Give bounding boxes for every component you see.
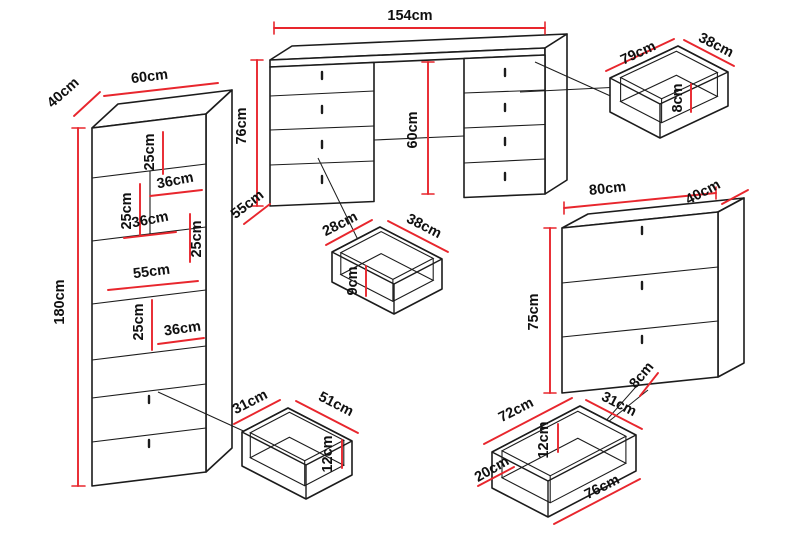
desk-width-label: 154cm bbox=[387, 8, 432, 24]
drawer-bottom-right-depth-label: 12cm bbox=[536, 421, 552, 458]
desk: 154cm 76cm 55cm 60cm bbox=[228, 8, 568, 225]
tall-cabinet: 180cm 40cm 60cm 25cm 36cm 25cm 36cm 25cm… bbox=[44, 67, 233, 487]
drawer-top-right-depth-label: 8cm bbox=[670, 83, 686, 112]
drawer-top-right: 79cm 38cm 8cm bbox=[605, 30, 736, 139]
drawer-bottom-left: 31cm 51cm 12cm bbox=[230, 387, 359, 500]
chest-height-label: 75cm bbox=[526, 293, 542, 330]
cabinet-gap-label-3: 25cm bbox=[189, 220, 205, 257]
drawer-center: 28cm 38cm 9cm bbox=[320, 209, 449, 315]
drawer-bottom-right-edge-right-label: 31cm bbox=[599, 389, 639, 420]
drawer-bottom-left-depth-label: 12cm bbox=[320, 435, 336, 472]
drawer-center-edge-left-label: 28cm bbox=[320, 209, 360, 240]
cabinet-dimension-lines bbox=[71, 82, 219, 487]
cabinet-front-face bbox=[91, 113, 207, 487]
cabinet-width-label: 60cm bbox=[130, 67, 169, 87]
drawer-bottom-right: 72cm 31cm 12cm 20cm 76cm bbox=[472, 389, 643, 525]
desk-left-pedestal bbox=[269, 61, 375, 207]
drawer-center-edge-right-label: 38cm bbox=[404, 211, 444, 242]
cabinet-side-face bbox=[205, 89, 233, 473]
drawer-center-depth-label: 9cm bbox=[345, 266, 361, 295]
desk-depth-label: 55cm bbox=[228, 187, 267, 222]
cabinet-inner-width-label-3: 55cm bbox=[132, 262, 171, 282]
chest-front-face bbox=[561, 211, 719, 394]
cabinet-gap-label-2: 25cm bbox=[119, 192, 135, 229]
chest-of-drawers: 80cm 40cm 75cm 8cm bbox=[526, 177, 749, 397]
desk-right-side-face bbox=[544, 33, 568, 195]
cabinet-inner-width-label-2: 36cm bbox=[131, 209, 170, 232]
chest-width-label: 80cm bbox=[588, 179, 627, 199]
drawer-bottom-left-edge-left-label: 31cm bbox=[230, 387, 270, 418]
desk-dimension-lines bbox=[243, 21, 546, 225]
drawer-body bbox=[491, 405, 637, 518]
desk-knee-height-label: 60cm bbox=[405, 111, 421, 148]
chest-side-face bbox=[717, 197, 745, 378]
cabinet-gap-label-4: 25cm bbox=[131, 303, 147, 340]
chest-dimension-lines bbox=[543, 186, 749, 397]
cabinet-inner-width-label-1: 36cm bbox=[156, 170, 195, 193]
cabinet-gap-label-1: 25cm bbox=[142, 133, 158, 170]
desk-height-label: 76cm bbox=[234, 107, 250, 144]
cabinet-depth-label: 40cm bbox=[44, 75, 82, 112]
drawer-bottom-right-edge-left-label: 72cm bbox=[496, 395, 536, 426]
cabinet-inner-width-label-4: 36cm bbox=[163, 319, 202, 340]
cabinet-height-label: 180cm bbox=[52, 279, 68, 324]
